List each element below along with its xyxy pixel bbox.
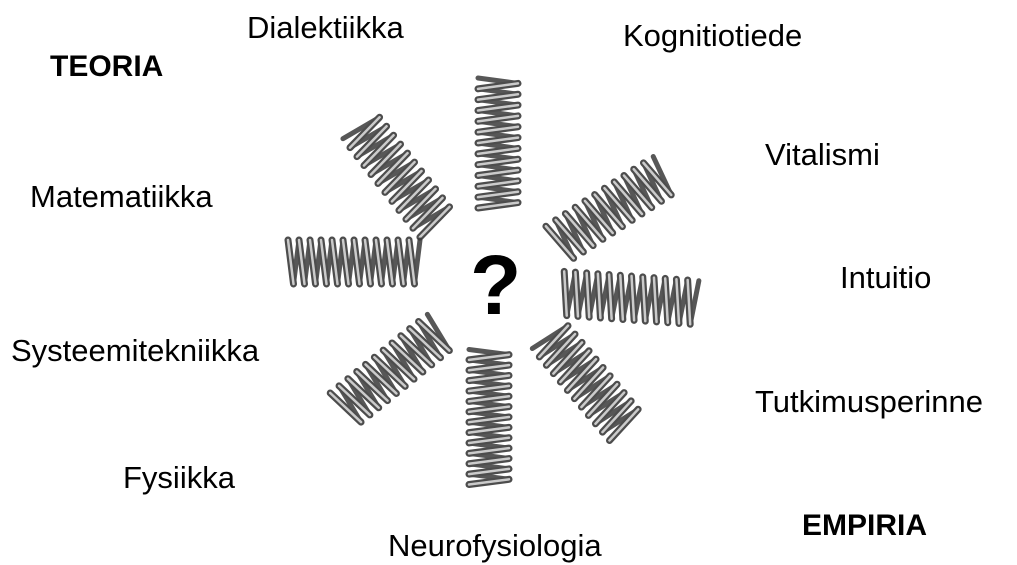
spring-upper-right-icon bbox=[546, 157, 676, 262]
spring-top-icon bbox=[478, 78, 518, 208]
label-empiria: EMPIRIA bbox=[802, 511, 927, 541]
label-kognitiotiede: Kognitiotiede bbox=[623, 20, 802, 51]
spring-lower-right-icon bbox=[532, 322, 641, 441]
spring-left-icon bbox=[288, 240, 420, 284]
label-vitalismi: Vitalismi bbox=[765, 139, 880, 170]
label-matematiikka: Matematiikka bbox=[30, 181, 213, 212]
label-neurofysiologia: Neurofysiologia bbox=[388, 530, 602, 561]
center-question-mark: ? bbox=[470, 243, 521, 327]
spring-right-icon bbox=[561, 271, 699, 324]
spring-bottom-icon bbox=[469, 350, 509, 485]
label-tutkimusperinne: Tutkimusperinne bbox=[755, 386, 983, 417]
spring-lower-left-icon bbox=[330, 314, 454, 425]
label-teoria: TEORIA bbox=[50, 52, 163, 82]
label-systeemitekniikka: Systeemitekniikka bbox=[11, 335, 259, 366]
spring-upper-left-icon bbox=[343, 113, 453, 237]
label-intuitio: Intuitio bbox=[840, 262, 931, 293]
label-fysiikka: Fysiikka bbox=[123, 462, 235, 493]
label-dialektiikka: Dialektiikka bbox=[247, 12, 404, 43]
